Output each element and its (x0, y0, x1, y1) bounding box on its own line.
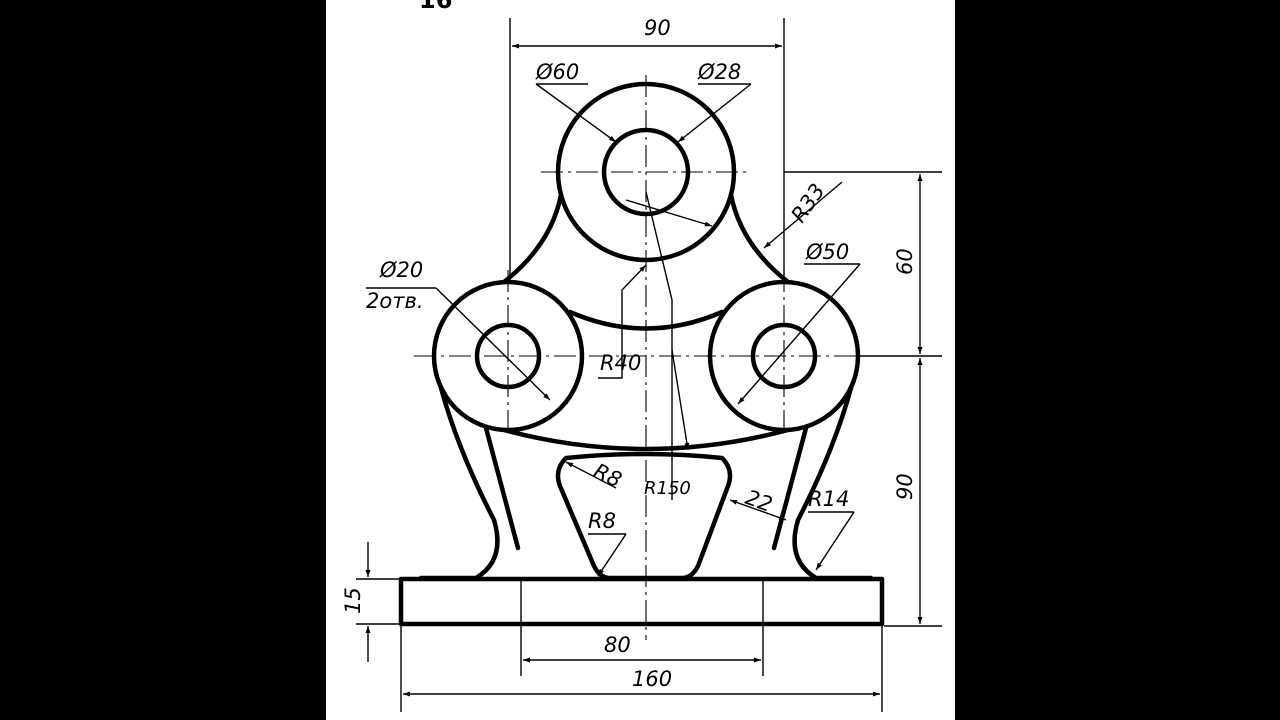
dim-base-width: 160 (632, 667, 672, 691)
right-leg-inner (771, 425, 809, 551)
dimension-labels: 90 Ø60 Ø28 R33 Ø50 60 90 Ø20 2отв. R40 R… (341, 16, 917, 691)
left-r33-fillet (501, 192, 564, 285)
boss-hole-circle (601, 127, 691, 217)
dim-r150: R150 (644, 478, 691, 499)
dim-r8-top: R8 (590, 459, 625, 493)
dim-r40: R40 (600, 351, 641, 375)
dim-lug-diameter: Ø50 (805, 240, 849, 264)
dim-holes-count: 2отв. (366, 289, 424, 313)
dimension-lines (356, 18, 942, 712)
left-hole-circle (474, 322, 542, 390)
center-window (555, 451, 733, 581)
r40-arc (567, 309, 725, 331)
base-plate (398, 576, 885, 627)
right-leg-outer (792, 385, 874, 581)
right-r33-fillet (728, 192, 791, 285)
dim-90-top: 90 (644, 16, 671, 40)
left-leg-inner (483, 425, 521, 551)
dim-holes-diameter: Ø20 (379, 258, 423, 282)
dim-90-vertical: 90 (893, 473, 917, 500)
center-lines (414, 75, 876, 640)
boss-outer-circle (555, 81, 737, 263)
dim-r8-bottom: R8 (588, 509, 616, 533)
right-hole-circle (750, 322, 818, 390)
sheet-number: 16 (419, 0, 452, 14)
technical-drawing: 16 (341, 0, 942, 712)
left-leg-outer (418, 385, 500, 581)
dim-center-hole-diameter: Ø28 (697, 60, 741, 84)
drawing-sheet: 16 (326, 0, 955, 720)
part-outline (398, 81, 885, 627)
dim-boss-diameter: Ø60 (535, 60, 579, 84)
dim-base-slot: 80 (604, 633, 631, 657)
dim-r33: R33 (786, 179, 829, 227)
r150-arc (501, 427, 791, 452)
dim-r14: R14 (808, 487, 849, 511)
dim-web-width: 22 (742, 485, 775, 517)
dim-base-height: 15 (341, 587, 365, 614)
dim-60-vertical: 60 (893, 248, 917, 275)
